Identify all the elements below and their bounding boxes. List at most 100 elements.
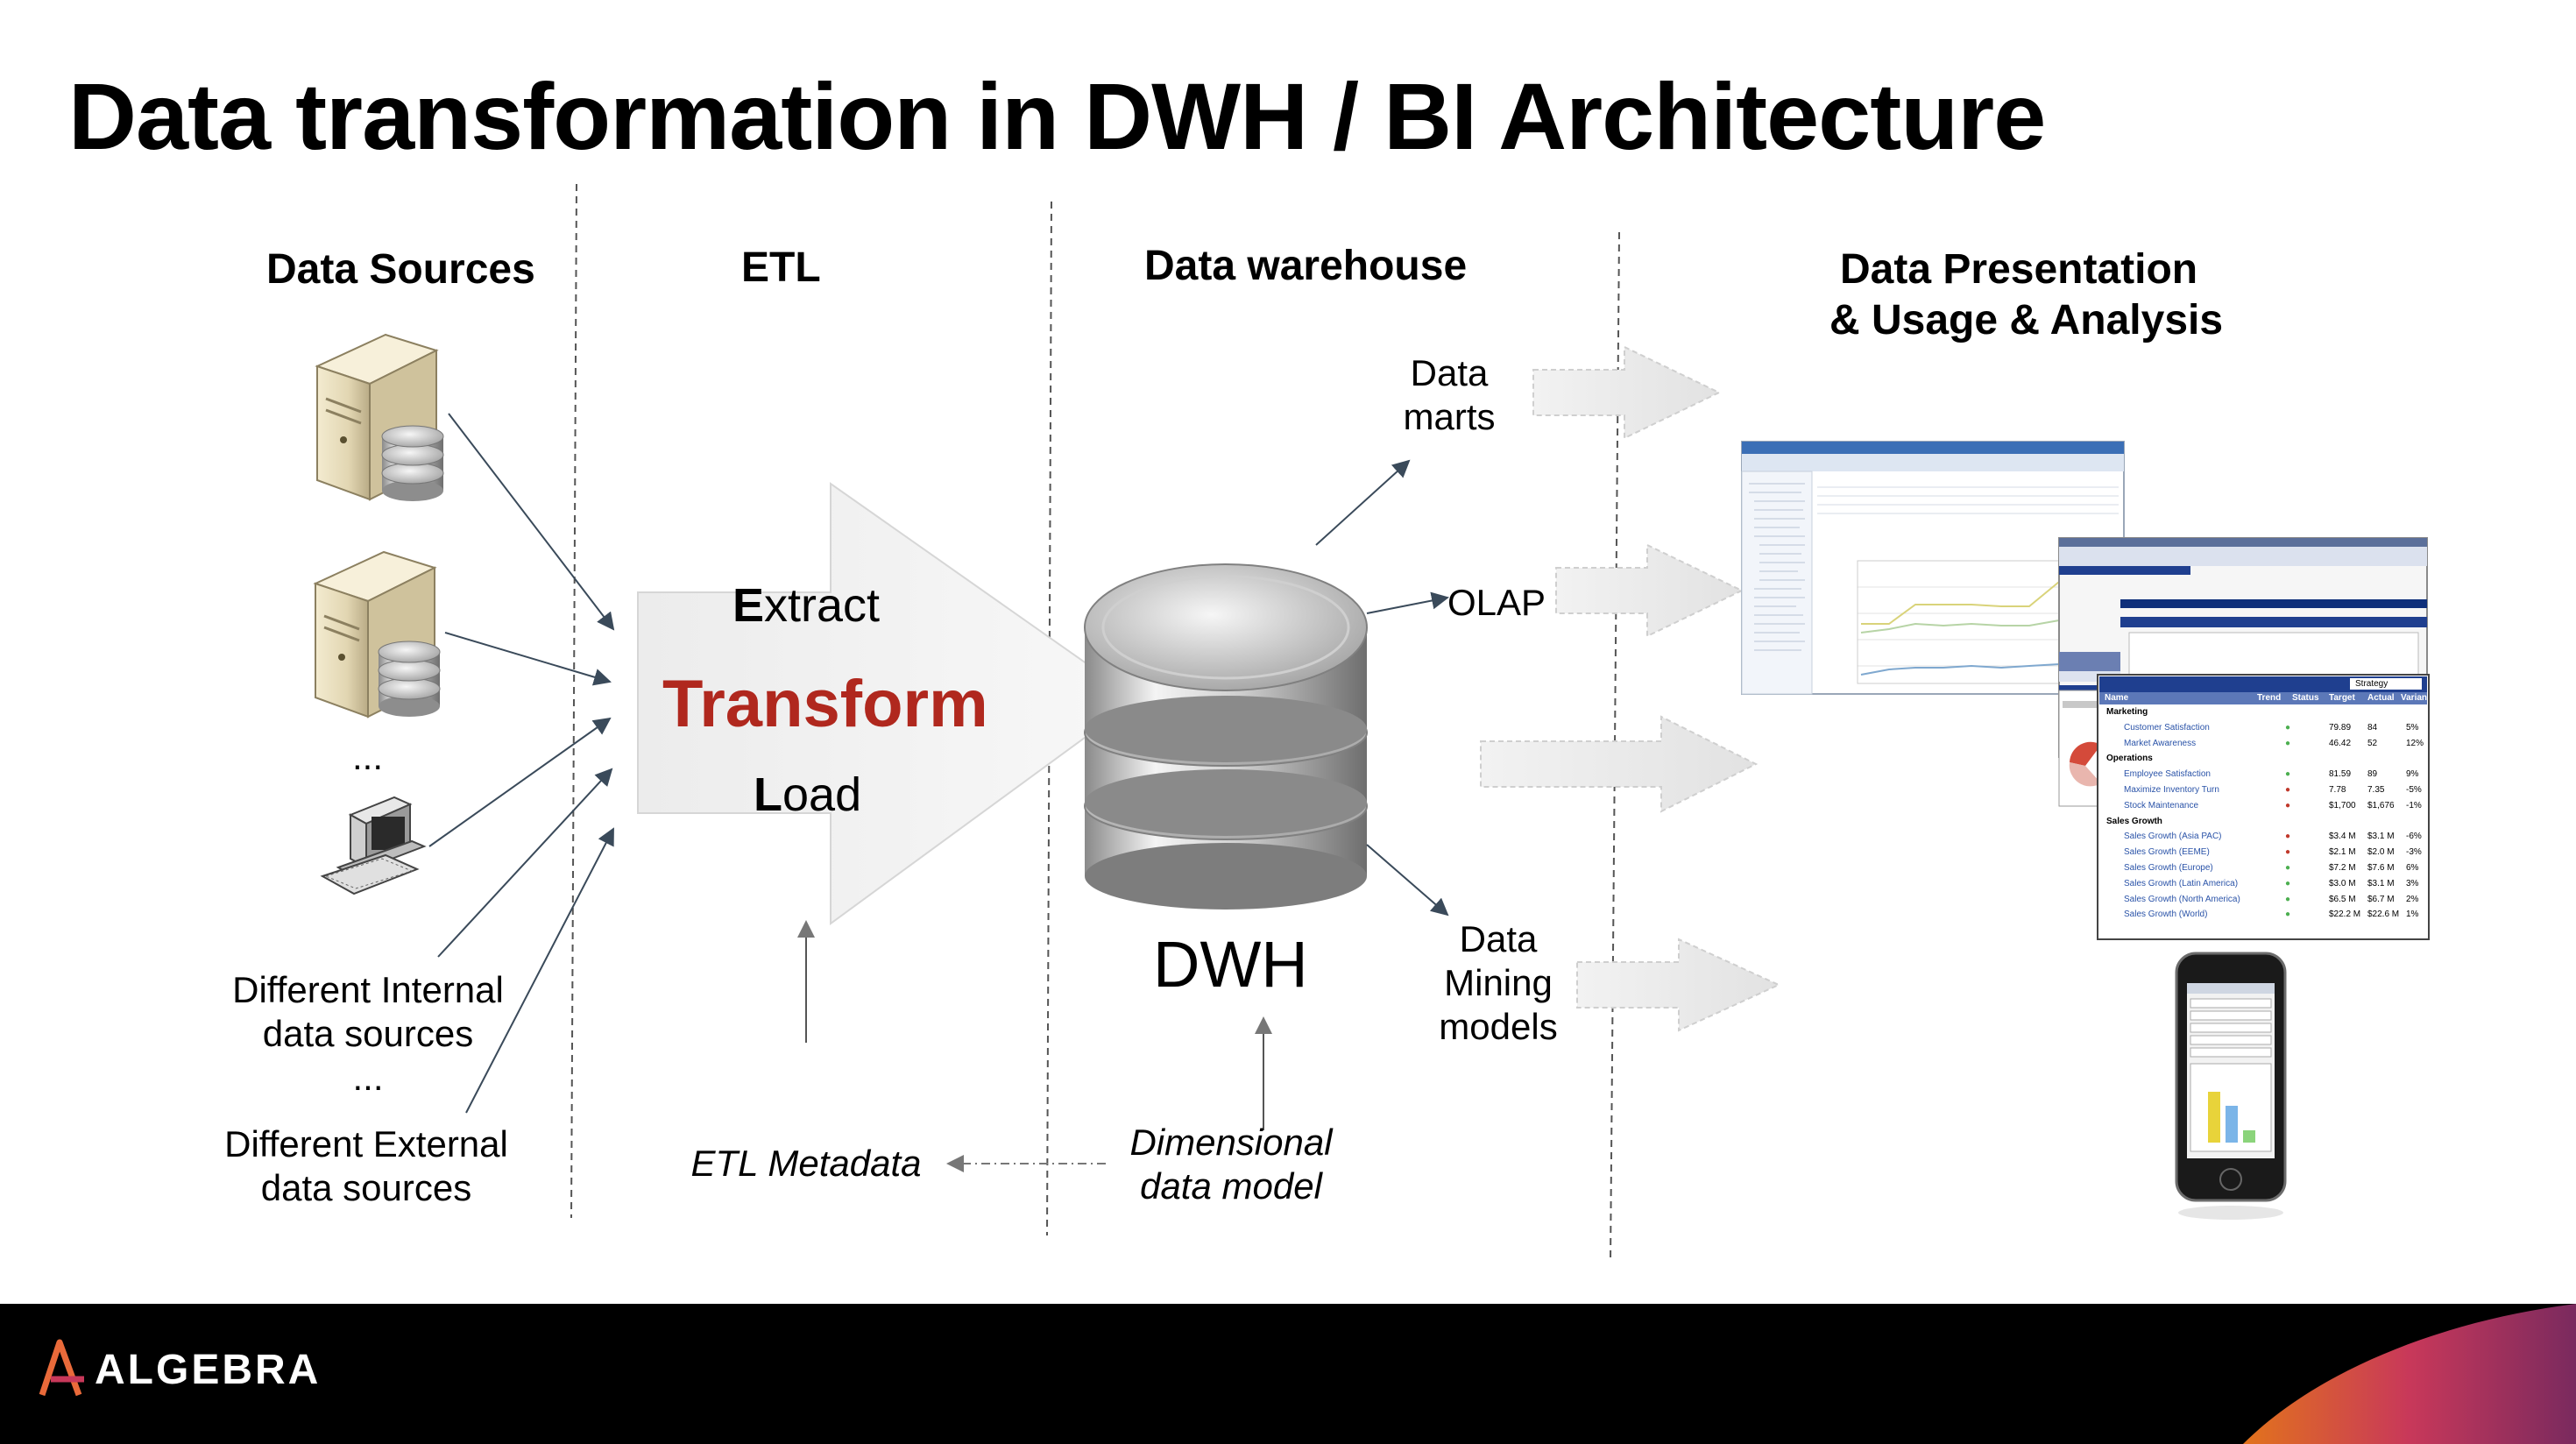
scorecard-target: 46.42 <box>2329 738 2352 748</box>
data-marts-label-1: Data <box>1410 352 1489 393</box>
footer-swoosh <box>2243 1304 2576 1444</box>
data-mining-label-1: Data <box>1459 918 1538 959</box>
data-marts-label-2: marts <box>1403 396 1496 437</box>
arrow-line <box>437 768 613 958</box>
scorecard-header-cell: Name <box>2105 693 2129 703</box>
scorecard-name: Sales Growth (Asia PAC) <box>2124 832 2222 842</box>
scorecard-filter[interactable]: Strategy <box>2350 678 2422 690</box>
scorecard-target: 81.59 <box>2329 769 2352 780</box>
status-icon: ● <box>2285 722 2291 733</box>
internal-sources-label-2: data sources <box>262 1013 474 1054</box>
presentation-arrow <box>1576 938 1781 1032</box>
scorecard-toolbar: Strategy <box>2099 676 2427 692</box>
scorecard-name: Sales Growth (North America) <box>2124 894 2240 904</box>
presentation-arrow <box>1555 543 1744 638</box>
scorecard-target: $3.0 M <box>2329 878 2356 888</box>
scorecard-group-row[interactable]: Sales Growth <box>2099 814 2427 830</box>
table-row[interactable]: Sales Growth (North America)●$6.5 M$6.7 … <box>2099 892 2427 908</box>
status-icon: ● <box>2285 832 2291 842</box>
table-row[interactable]: Sales Growth (Latin America)●$3.0 M$3.1 … <box>2099 876 2427 892</box>
scorecard-header-cell: Actual <box>2367 693 2395 703</box>
olap-label: OLAP <box>1447 582 1546 623</box>
scorecard-group-row[interactable]: Operations <box>2099 751 2427 767</box>
header-data-warehouse: Data warehouse <box>1144 243 1468 289</box>
data-mining-label-3: models <box>1439 1006 1558 1047</box>
internal-sources-ellipsis: ... <box>352 1057 384 1098</box>
olap-arrow <box>1366 591 1449 614</box>
scorecard-name: Sales Growth (Europe) <box>2124 862 2213 873</box>
scorecard-variance: 9% <box>2406 769 2419 780</box>
scorecard-name: Maximize Inventory Turn <box>2124 784 2219 795</box>
slide-title: Data transformation in DWH / BI Architec… <box>68 63 2046 169</box>
scorecard-header-cell: Variance <box>2401 693 2427 703</box>
database-icon <box>378 641 441 717</box>
table-row[interactable]: Sales Growth (EEME)●$2.1 M$2.0 M-3% <box>2099 845 2427 860</box>
scorecard-target: $7.2 M <box>2329 862 2356 873</box>
scorecard-variance: -5% <box>2406 784 2422 795</box>
external-sources-label-2: data sources <box>260 1167 472 1208</box>
marts-arrow <box>1315 459 1411 546</box>
scorecard-target: $1,700 <box>2329 800 2356 810</box>
arrow-line <box>448 413 615 631</box>
scorecard-name: Marketing <box>2106 707 2148 717</box>
status-icon: ● <box>2285 738 2291 748</box>
scorecard-actual: $6.7 M <box>2367 894 2395 904</box>
arrow-line <box>428 717 612 847</box>
scorecard-actual: $7.6 M <box>2367 862 2395 873</box>
status-icon: ● <box>2285 769 2291 780</box>
sources-ellipsis: ... <box>352 736 384 777</box>
header-data-sources: Data Sources <box>266 246 535 293</box>
presentation-arrow <box>1532 345 1722 440</box>
scorecard-variance: 5% <box>2406 722 2419 733</box>
architecture-diagram <box>313 183 2430 1263</box>
scorecard-name: Sales Growth <box>2106 816 2162 826</box>
scorecard-target: $6.5 M <box>2329 894 2356 904</box>
load-label: Load <box>754 768 862 821</box>
scorecard-variance: -3% <box>2406 847 2422 858</box>
scorecard-variance: -6% <box>2406 832 2422 842</box>
scorecard-actual: 89 <box>2367 769 2378 780</box>
scorecard-actual: $1,676 <box>2367 800 2395 810</box>
scorecard-header-cell: Target <box>2329 693 2355 703</box>
scorecard-target: 7.78 <box>2329 784 2346 795</box>
scorecard-variance: 6% <box>2406 862 2419 873</box>
scorecard-actual: 52 <box>2367 738 2378 748</box>
table-row[interactable]: Sales Growth (Asia PAC)●$3.4 M$3.1 M-6% <box>2099 829 2427 845</box>
dwh-label: DWH <box>1153 928 1308 1001</box>
dwh-database-icon <box>1084 563 1368 910</box>
scorecard-variance: 2% <box>2406 894 2419 904</box>
scorecard-variance: -1% <box>2406 800 2422 810</box>
scorecard-actual: $22.6 M <box>2367 910 2400 920</box>
brand-name: ALGEBRA <box>95 1347 322 1393</box>
internal-sources-label-1: Different Internal <box>232 969 504 1010</box>
transform-label: Transform <box>662 667 988 741</box>
arrow-line <box>444 632 612 686</box>
data-mining-label-2: Mining <box>1444 962 1553 1003</box>
desktop-computer-icon <box>320 796 427 895</box>
scorecard-header: NameTrendStatusTargetActualVariance <box>2099 692 2427 704</box>
scorecard-header-cell: Trend <box>2257 693 2282 703</box>
scorecard-name: Operations <box>2106 754 2153 764</box>
etl-metadata-label: ETL Metadata <box>690 1143 922 1184</box>
scorecard-name: Employee Satisfaction <box>2124 769 2211 780</box>
status-icon: ● <box>2285 800 2291 810</box>
status-icon: ● <box>2285 847 2291 858</box>
header-presentation-1: Data Presentation <box>1840 246 2198 293</box>
dimensional-model-label-1: Dimensional <box>1129 1122 1333 1163</box>
scorecard-group-row[interactable]: Marketing <box>2099 704 2427 720</box>
scorecard-actual: 84 <box>2367 722 2378 733</box>
table-row[interactable]: Employee Satisfaction ● 81.59 89 9% <box>2099 767 2427 782</box>
mining-arrow <box>1366 844 1449 917</box>
scorecard-variance: 1% <box>2406 910 2419 920</box>
status-icon: ● <box>2285 910 2291 920</box>
scorecard-name: Sales Growth (EEME) <box>2124 847 2210 858</box>
etl-big-arrow <box>637 482 1139 925</box>
table-row[interactable]: Stock Maintenance●$1,700$1,676-1% <box>2099 798 2427 814</box>
